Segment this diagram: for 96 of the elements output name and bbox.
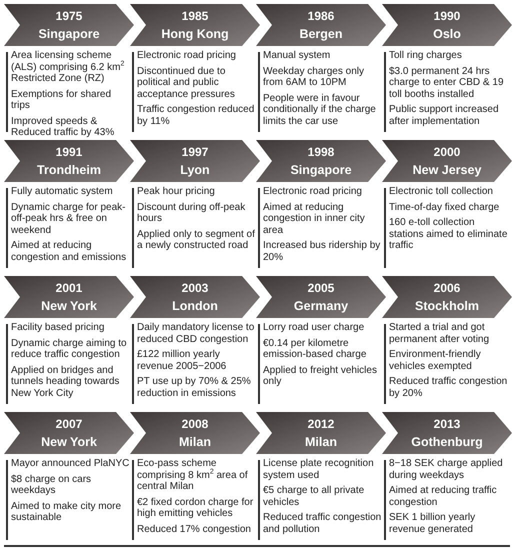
chevron-banner	[4, 140, 134, 182]
note-text: Time-of-day fixed charge	[389, 202, 500, 213]
note-text: Reduced traffic congestion by 20%	[389, 376, 508, 399]
note-text: License plate recognition system used	[263, 458, 375, 481]
year-label: 1975	[54, 9, 84, 23]
note-text: Electronic toll collection	[389, 186, 494, 198]
chevron-banner	[130, 140, 260, 182]
city-label: Milan	[178, 435, 212, 449]
note-text: Peak hour pricing	[137, 186, 216, 198]
year-label: 2008	[180, 417, 210, 431]
city-label: Singapore	[289, 163, 353, 177]
note-text: Started a trial and got permanent after voting	[389, 322, 490, 345]
note-text: Environment-friendly vehicles exempted	[389, 349, 482, 372]
city-label: New York	[40, 435, 98, 449]
city-label: Bergen	[298, 27, 344, 41]
note-text: Aimed at reducing congestion and emissions	[11, 240, 128, 263]
year-label: 2003	[180, 281, 210, 295]
note-text: Applied only to segment of a newly constructed road	[137, 228, 256, 252]
chevron-banner	[382, 412, 512, 454]
year-label: 2006	[432, 281, 462, 295]
note-text: PT use up by 70% & 25% reduction in emissions	[137, 376, 252, 399]
chevron-banner	[130, 412, 260, 454]
note-text: €0.14 per kilometre emission-based charge	[263, 338, 368, 360]
city-label: Oslo	[432, 27, 462, 41]
note-text: Increased bus ridership by 20%	[263, 240, 382, 263]
year-label: 1990	[432, 9, 462, 23]
city-label: Milan	[304, 435, 338, 449]
year-label: 1997	[180, 145, 210, 159]
chevron-banner	[4, 4, 134, 46]
note-text: Discount during off-peak hours	[137, 202, 246, 224]
chevron-banner	[4, 276, 134, 318]
year-label: 2013	[432, 417, 462, 431]
note-text: Improved speeds & Reduced traffic by 43%	[11, 116, 116, 138]
chevron-banner	[382, 4, 512, 46]
year-label: 2007	[54, 417, 84, 431]
note-text: Weekday charges only from 6AM to 10PM	[263, 66, 365, 88]
note-text: 160 e-toll collection stations aimed to eliminate traffic	[389, 217, 508, 252]
note-text: $3.0 permanent 24 hrs charge to enter CBD & 19 toll booths installed	[389, 66, 505, 100]
note-text: €5 charge to all private vehicles	[263, 485, 366, 508]
note-text: Dynamic charge aiming to reduce traffic congestion	[11, 338, 128, 360]
chevron-banner	[256, 140, 386, 182]
note-text: Exemptions for shared trips	[11, 88, 112, 112]
note-text: Fully automatic system	[11, 186, 114, 198]
note-text: Applied to freight vehicles only	[263, 364, 378, 388]
note-text: Reduced 17% congestion	[137, 524, 252, 535]
chevron-banner	[256, 4, 386, 46]
note-text: Reduced traffic congestion and pollution	[263, 512, 382, 535]
year-label: 2001	[54, 281, 84, 295]
note-text: €2 fixed cordon charge for high emitting vehicles	[137, 496, 254, 520]
year-label: 1986	[306, 9, 336, 23]
year-label: 1985	[180, 9, 210, 23]
note-text: Aimed at reducing traffic congestion	[389, 485, 498, 508]
year-label: 1991	[54, 145, 84, 159]
note-text: People were in favour conditionally if the charge limits the car use	[263, 92, 377, 127]
note-text: Electronic road pricing	[137, 50, 237, 62]
chevron-banner	[4, 412, 134, 454]
city-label: London	[171, 299, 219, 313]
city-label: Gothenburg	[410, 435, 484, 449]
year-label: 2000	[432, 145, 462, 159]
city-label: New York	[40, 299, 98, 313]
note-text: Public support increased after implementation	[389, 104, 500, 127]
note-text: Electronic road pricing	[263, 186, 363, 198]
note-text: Applied on bridges and tunnels heading towards New York City	[11, 364, 120, 399]
city-label: Lyon	[179, 163, 211, 177]
chevron-banner	[130, 276, 260, 318]
note-text: 8−18 SEK charge applied during weekdays	[389, 458, 504, 481]
note-text: Area licensing scheme (ALS) comprising 6.2 km$^{2}$ Restricted Zone (RZ)	[11, 50, 126, 84]
chevron-banner	[382, 140, 512, 182]
year-label: 1998	[306, 145, 336, 159]
chevron-banner	[130, 4, 260, 46]
note-text: Traffic congestion reduced by 11%	[137, 104, 256, 127]
note-text: Dynamic charge for peak-off-peak hrs & free on weekend	[11, 202, 126, 236]
note-text: SEK 1 billion yearly revenue generated	[389, 512, 476, 535]
city-label: Germany	[292, 299, 350, 313]
note-text: Manual system	[263, 50, 332, 62]
note-text: Mayor announced PlaNYC	[11, 458, 130, 470]
note-text: Discontinued due to political and public acceptance pressures	[137, 66, 236, 100]
note-text: Eco-pass scheme comprising 8 km$^{2}$ area of central Milan	[137, 458, 249, 492]
city-label: Trondheim	[36, 163, 102, 177]
chevron-banner	[382, 276, 512, 318]
chevron-banner	[256, 276, 386, 318]
year-label: 2005	[306, 281, 336, 295]
city-label: Stockholm	[414, 299, 480, 313]
city-label: Singapore	[37, 27, 101, 41]
note-text: £122 million yearly revenue 2005−2006	[137, 349, 228, 372]
city-label: Hong Kong	[160, 27, 230, 41]
chevron-banner	[256, 412, 386, 454]
city-label: New Jersey	[412, 163, 482, 177]
note-text: $8 charge on cars weekdays	[11, 474, 92, 496]
note-text: Aimed to make city more sustainable	[11, 500, 122, 524]
note-text: Daily mandatory license to reduced CBD congestion	[137, 322, 256, 345]
note-text: Facility based pricing	[11, 322, 106, 334]
note-text: Aimed at reducing congestion in inner city area	[263, 202, 366, 236]
year-label: 2012	[306, 417, 336, 431]
note-text: Toll ring charges	[389, 50, 463, 62]
note-text: Lorry road user charge	[263, 322, 366, 334]
